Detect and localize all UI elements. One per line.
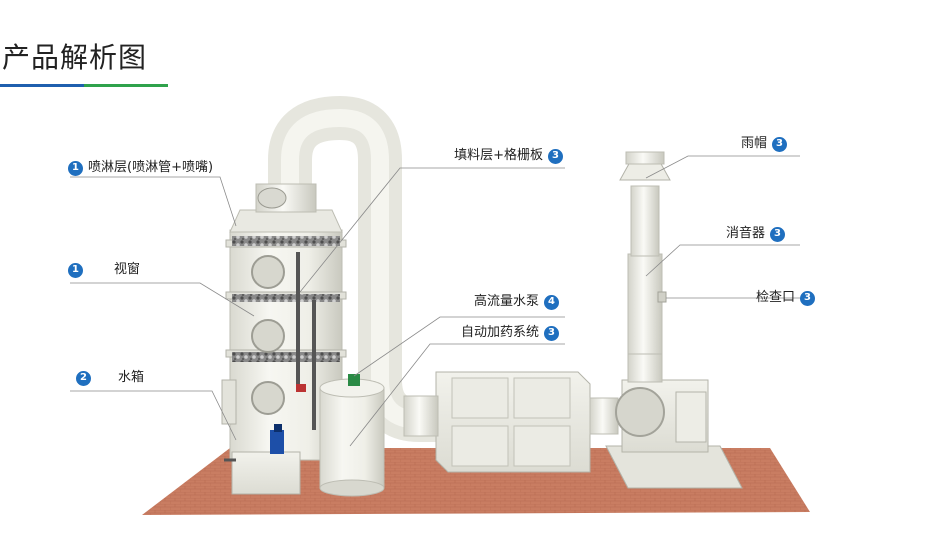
label-packing-layer-text: 填料层+格栅板 bbox=[454, 148, 543, 163]
badge-spray-layer: 1 bbox=[68, 160, 83, 176]
label-high-flow-pump: 4 高流量水泵 bbox=[474, 294, 559, 310]
filter-box bbox=[403, 371, 619, 473]
label-auto-dosing-text: 自动加药系统 bbox=[460, 325, 539, 340]
label-inspection-port: 3 检查口 bbox=[756, 290, 815, 306]
label-packing-layer: 3 填料层+格栅板 bbox=[454, 148, 563, 164]
label-spray-layer-text: 喷淋层(喷淋管+喷嘴) bbox=[88, 160, 214, 175]
badge-packing-layer: 3 bbox=[548, 148, 563, 164]
label-rain-cap: 3 雨帽 bbox=[741, 136, 787, 152]
title-underline bbox=[0, 84, 168, 87]
label-silencer-text: 消音器 bbox=[725, 226, 765, 241]
leader-lines bbox=[70, 155, 800, 447]
label-auto-dosing: 3 自动加药系统 bbox=[461, 325, 559, 341]
badge-silencer: 3 bbox=[770, 226, 785, 242]
label-silencer: 3 消音器 bbox=[726, 226, 785, 242]
badge-inspection-port: 3 bbox=[800, 290, 815, 306]
fan-and-stack bbox=[605, 151, 743, 489]
badge-rain-cap: 3 bbox=[772, 136, 787, 152]
dosing-tank bbox=[319, 374, 385, 497]
page-title: 产品解析图 bbox=[2, 41, 148, 74]
badge-high-flow-pump: 4 bbox=[544, 294, 559, 310]
label-inspection-port-text: 检查口 bbox=[755, 290, 795, 305]
label-high-flow-pump-text: 高流量水泵 bbox=[473, 294, 539, 309]
badge-sight-window: 1 bbox=[68, 262, 83, 278]
label-sight-window: 1 视窗 bbox=[68, 262, 140, 278]
label-water-tank-text: 水箱 bbox=[118, 370, 145, 385]
badge-water-tank: 2 bbox=[76, 370, 91, 386]
label-rain-cap-text: 雨帽 bbox=[740, 136, 767, 151]
badge-auto-dosing: 3 bbox=[544, 325, 559, 341]
water-tank bbox=[224, 424, 301, 495]
label-sight-window-text: 视窗 bbox=[114, 262, 141, 277]
label-spray-layer: 1 喷淋层(喷淋管+喷嘴) bbox=[68, 160, 213, 176]
label-water-tank: 2 水箱 bbox=[76, 370, 144, 386]
